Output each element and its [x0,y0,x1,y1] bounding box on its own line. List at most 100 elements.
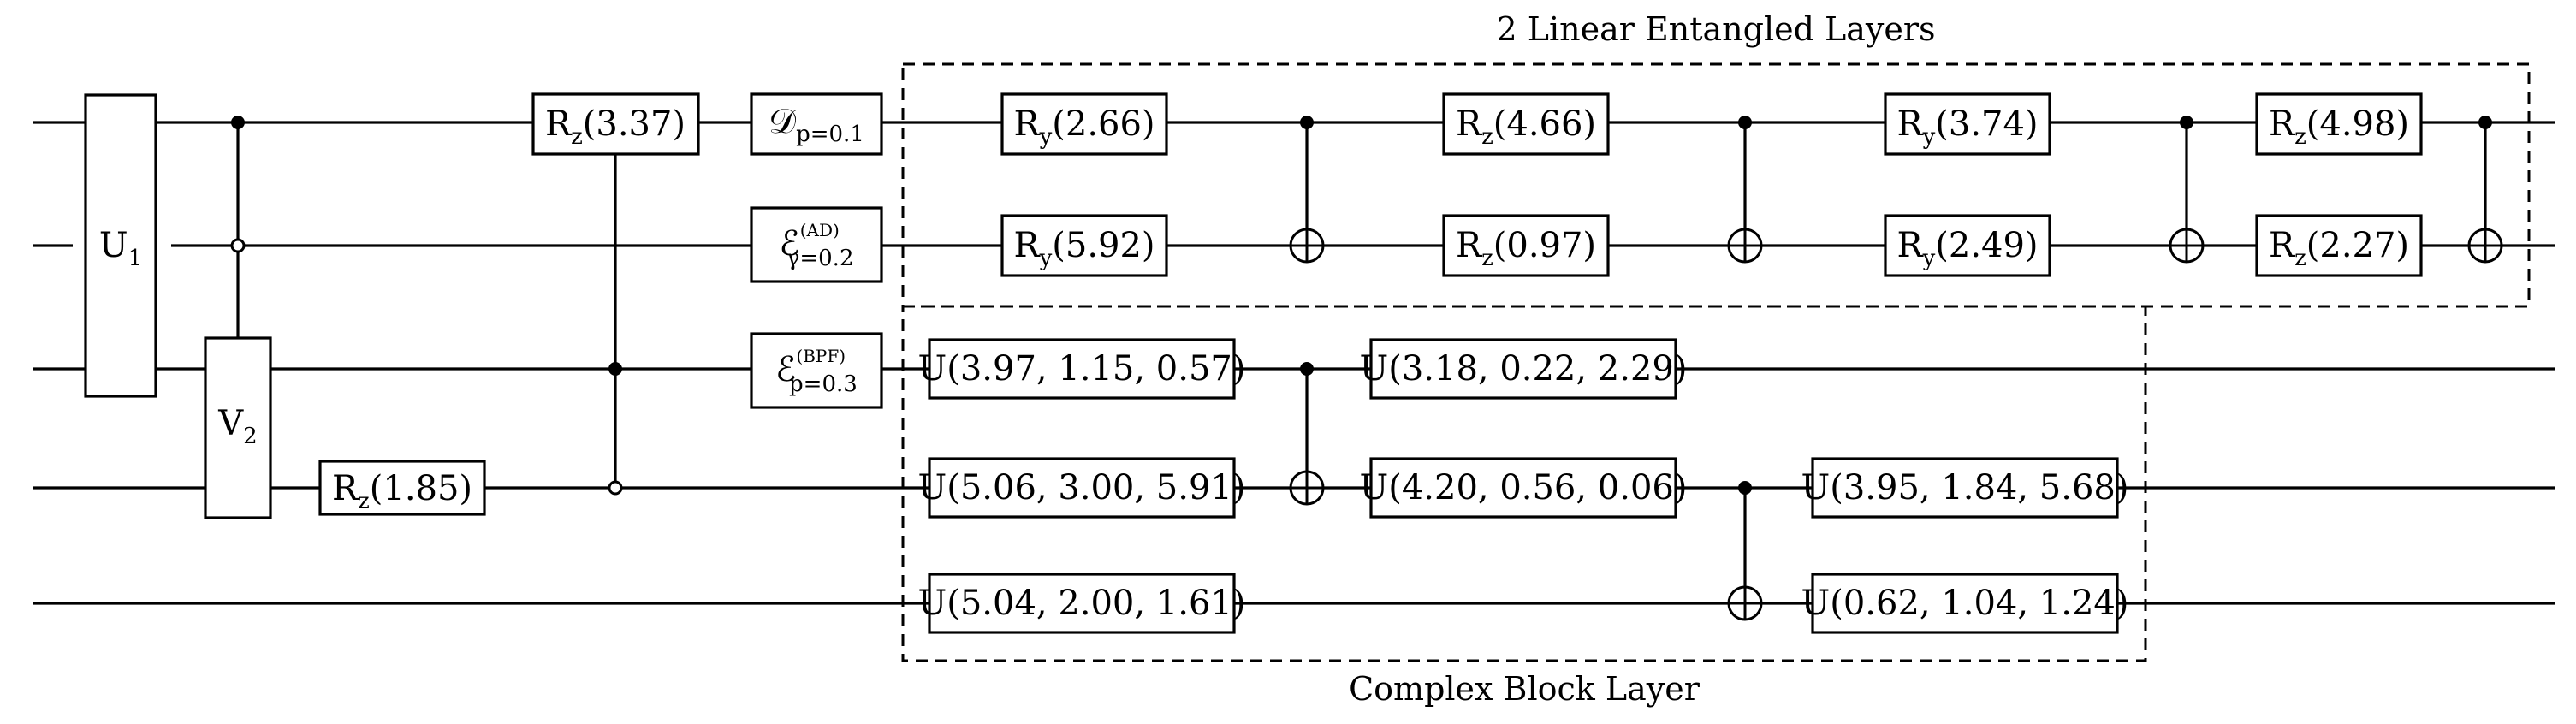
open-control-dot-rz337 [608,480,623,496]
svg-text:U(5.06, 3.00, 5.91): U(5.06, 3.00, 5.91) [918,468,1246,507]
cnot-target-1 [1289,228,1325,264]
svg-text:Ry(3.74): Ry(3.74) [1896,104,2038,150]
svg-text:Ry(2.66): Ry(2.66) [1013,104,1154,150]
wires [33,121,2555,605]
rz227-sub: z [2294,246,2306,271]
svg-text:Ry(2.49): Ry(2.49) [1896,226,2038,271]
control-dot-cnot2 [1738,116,1752,129]
dep-sub: p=0.1 [796,122,864,147]
bpf-main: ℰ [775,350,796,389]
rz337-arg: (3.37) [583,104,686,144]
rz097-sub: z [1481,246,1493,271]
gate-u-g: U(0.62, 1.04, 1.24) [1801,573,2129,634]
gate-ry-2-49: Ry(2.49) [1884,214,2051,277]
gate-rz-1-85: Rz(1.85) [318,460,486,516]
rz466-main: R [1456,104,1483,144]
rz227-main: R [2269,226,2296,265]
ad-sup: (AD) [800,220,840,240]
rz337-main: R [545,104,573,144]
gate-rz-2-27: Rz(2.27) [2255,214,2423,277]
rz097-arg: (0.97) [1493,226,1596,265]
rz097-main: R [1456,226,1483,265]
svg-text:V2: V2 [217,404,257,449]
control-dot-cnot4 [2478,116,2492,129]
svg-text:Rz(4.98): Rz(4.98) [2269,104,2409,150]
ry374-main: R [1896,104,1924,144]
ud-arg: (3.18, 0.22, 2.29) [1388,349,1687,389]
rz466-arg: (4.66) [1493,104,1596,144]
svg-text:U(3.97, 1.15, 0.57): U(3.97, 1.15, 0.57) [918,349,1246,389]
control-dot-cnot1 [1300,116,1314,129]
cnot-target-4 [2467,228,2503,264]
rz337-sub: z [571,124,583,150]
gate-ry-3-74: Ry(3.74) [1884,92,2051,156]
dep-main: 𝒟 [769,102,796,141]
ad-sub: γ=0.2 [786,246,854,271]
bpf-sup: (BPF) [796,346,846,366]
uc-main: U [918,584,947,623]
svg-text:ℰ(BPF)p=0.3: ℰ(BPF) p=0.3 [775,346,858,397]
gate-u-c: U(5.04, 2.00, 1.61) [918,573,1246,634]
uf-arg: (3.95, 1.84, 5.68) [1830,468,2128,507]
gate-u-b: U(5.06, 3.00, 5.91) [918,457,1246,519]
ud-main: U [1360,349,1389,389]
control-dot-v2 [231,116,245,129]
ug-main: U [1801,584,1831,623]
rz498-main: R [2269,104,2296,144]
u1-main: U [99,226,128,265]
svg-text:Rz(0.97): Rz(0.97) [1456,226,1596,271]
ub-main: U [918,468,947,507]
complex-block-region [901,305,2147,662]
control-dot-cnot6 [1738,481,1752,495]
rz185-main: R [332,469,359,508]
svg-text:U(0.62, 1.04, 1.24): U(0.62, 1.04, 1.24) [1801,584,2129,623]
svg-text:Rz(2.27): Rz(2.27) [2269,226,2409,271]
gate-rz-4-66: Rz(4.66) [1442,92,1610,156]
v2-sub: 2 [243,424,258,449]
svg-text:𝒟p=0.1: 𝒟p=0.1 [769,102,864,147]
bpf-sub: p=0.3 [789,371,858,397]
gate-u-a: U(3.97, 1.15, 0.57) [918,338,1246,400]
rz498-arg: (4.98) [2306,104,2409,144]
ug-arg: (0.62, 1.04, 1.24) [1830,584,2128,623]
gate-u-d: U(3.18, 0.22, 2.29) [1360,338,1687,400]
ry266-main: R [1013,104,1041,144]
cnot-targets [1289,228,2503,621]
uc-arg: (5.04, 2.00, 1.61) [947,584,1245,623]
uf-main: U [1801,468,1831,507]
gate-rz-4-98: Rz(4.98) [2255,92,2423,156]
gate-ry-5-92: Ry(5.92) [1000,214,1168,277]
svg-text:Rz(3.37): Rz(3.37) [545,104,686,150]
ub-arg: (5.06, 3.00, 5.91) [947,468,1245,507]
ua-arg: (3.97, 1.15, 0.57) [947,349,1245,389]
ry249-sub: y [1922,246,1936,271]
ry266-arg: (2.66) [1052,104,1154,144]
gate-v2: V2 [204,336,272,519]
control-lines [236,122,2487,603]
cnot-target-2 [1727,228,1763,264]
rz185-sub: z [358,489,370,514]
ry592-sub: y [1039,246,1053,271]
open-control-dot-v2 [230,238,246,253]
u1-sub: 1 [128,246,143,271]
ua-main: U [918,349,947,389]
ad-main: ℰ [780,224,800,264]
svg-text:U(4.20, 0.56, 0.06): U(4.20, 0.56, 0.06) [1360,468,1688,507]
svg-text:U(5.04, 2.00, 1.61): U(5.04, 2.00, 1.61) [918,584,1246,623]
control-dot-cnot5 [1300,362,1314,376]
svg-text:Rz(4.66): Rz(4.66) [1456,104,1596,150]
control-dot-rz337 [608,362,622,376]
cnot-target-3 [2169,228,2205,264]
svg-text:Rz(1.85): Rz(1.85) [332,469,472,514]
gate-amplitude-damping: ℰ(AD) γ=0.2 [750,206,883,283]
gate-depolarizing: 𝒟p=0.1 [750,92,883,156]
ue-main: U [1360,468,1389,507]
gate-ry-2-66: Ry(2.66) [1000,92,1168,156]
gate-rz-3-37: Rz(3.37) [531,92,700,156]
ry374-sub: y [1922,124,1936,150]
entangled-layers-label: 2 Linear Entangled Layers [1497,10,1936,48]
ry592-main: R [1013,226,1041,265]
gate-u-e: U(4.20, 0.56, 0.06) [1360,457,1688,519]
